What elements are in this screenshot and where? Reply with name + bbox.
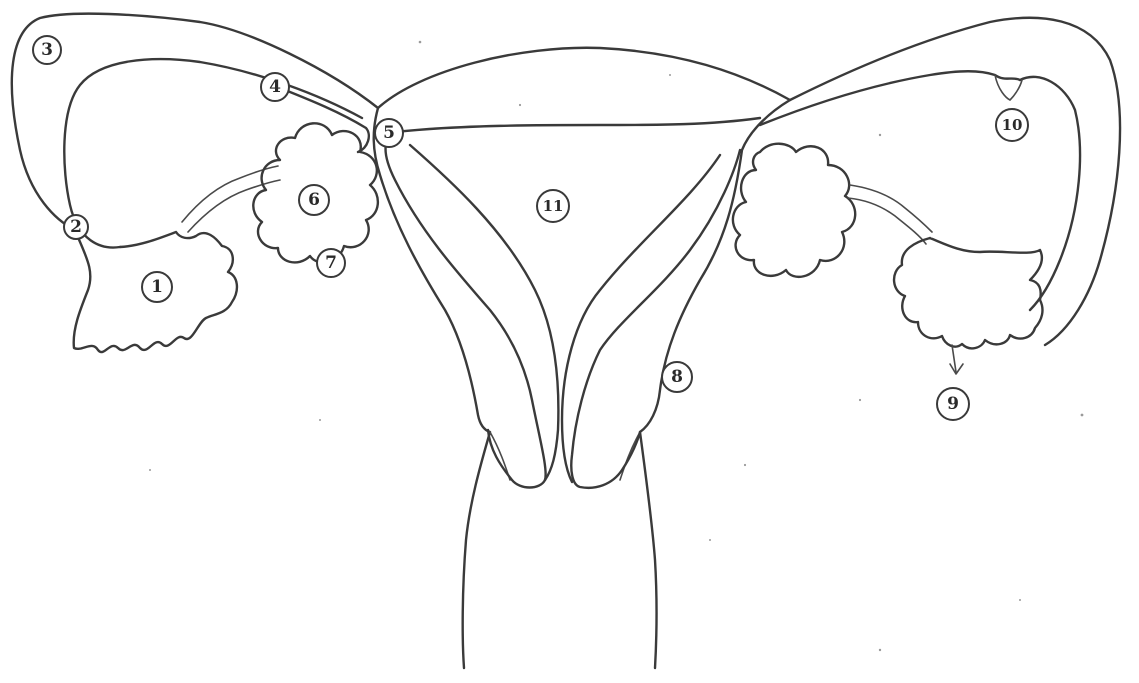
marker-1-text: 1 [151, 277, 163, 297]
right-ovarian-ligament-upper [850, 185, 932, 232]
speck [879, 649, 881, 651]
left-ovarian-ligament-lower [188, 180, 280, 232]
marker-11-text: 11 [543, 197, 564, 215]
uterus-outer [378, 48, 790, 668]
speck [859, 399, 861, 401]
marker-1: 1 [142, 272, 172, 302]
marker-7: 7 [317, 249, 345, 277]
speck [149, 469, 151, 471]
uterine-cavity-top [395, 118, 760, 132]
right-ovary [733, 144, 855, 277]
marker-3: 3 [33, 36, 61, 64]
marker-7-text: 7 [325, 253, 337, 273]
uterine-cavity-left [386, 132, 546, 488]
marker-3-text: 3 [41, 40, 53, 60]
marker-5-text: 5 [383, 123, 395, 143]
marker-2: 2 [64, 215, 88, 239]
speck [319, 419, 321, 421]
left-ovarian-ligament-upper [182, 166, 278, 222]
speck [879, 134, 881, 136]
uterus-outer-left [374, 108, 490, 668]
marker-8: 8 [662, 362, 692, 392]
marker-5: 5 [375, 119, 403, 147]
left-fallopian-tube-inner [64, 59, 362, 247]
right-fimbriae [894, 238, 1042, 348]
pointer-9 [950, 345, 963, 374]
speck [519, 104, 521, 106]
uterine-cavity-right [571, 150, 740, 488]
left-isthmus [285, 90, 369, 152]
marker-6-text: 6 [308, 190, 320, 210]
speck [1019, 599, 1021, 601]
marker-9: 9 [937, 388, 969, 420]
marker-8-text: 8 [671, 367, 683, 387]
speck [709, 539, 711, 541]
marker-9-text: 9 [947, 394, 959, 414]
marker-10: 10 [996, 109, 1028, 141]
marker-6: 6 [299, 185, 329, 215]
speck [669, 74, 671, 76]
speck [1081, 414, 1084, 417]
right-ovarian-ligament-lower [848, 198, 926, 244]
marker-4: 4 [261, 73, 289, 101]
speck [744, 464, 746, 466]
marker-2-text: 2 [70, 217, 82, 237]
marker-4-text: 4 [269, 77, 281, 97]
marker-10-text: 10 [1002, 116, 1023, 134]
right-fallopian-tube-outer [790, 18, 1120, 345]
speck [419, 41, 422, 44]
marker-11: 11 [537, 190, 569, 222]
